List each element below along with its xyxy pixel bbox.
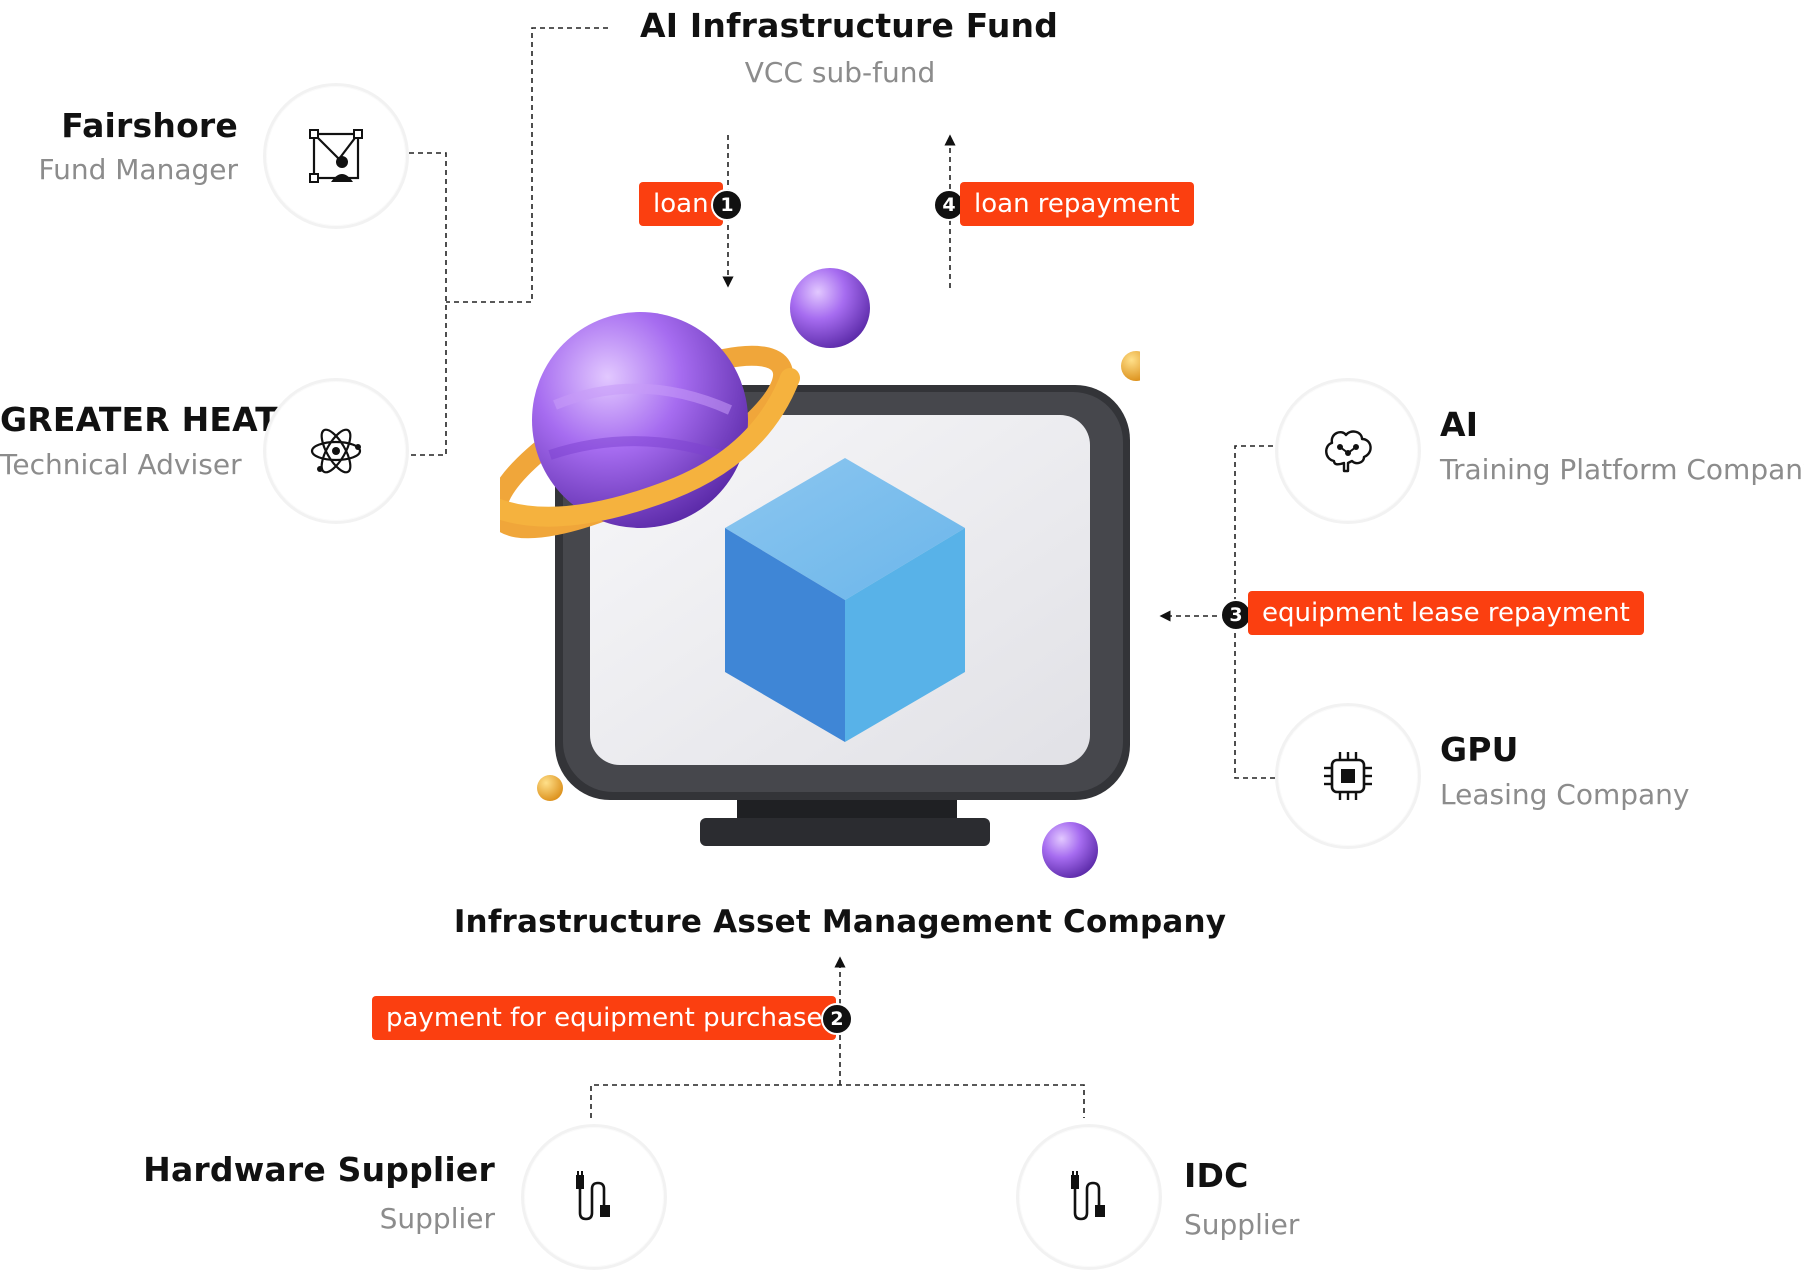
idc-subtitle: Supplier (1184, 1208, 1300, 1241)
center-illustration (500, 268, 1140, 878)
line-fairshore (400, 152, 447, 456)
idc-node (1016, 1124, 1162, 1270)
gpu-title: GPU (1440, 730, 1519, 769)
flow-step-2: 2 (821, 1003, 853, 1035)
greater-heat-title: GREATER HEAT (0, 400, 279, 439)
flow-step-1: 1 (711, 189, 743, 221)
cable-plug-icon (1071, 1171, 1105, 1221)
ai-brain-icon (1325, 430, 1372, 473)
center-company-title: Infrastructure Asset Management Company (453, 904, 1227, 940)
ai-node (1275, 378, 1421, 524)
cube-top (725, 458, 965, 600)
fund-title: AI Infrastructure Fund (640, 6, 1059, 45)
gpu-subtitle: Leasing Company (1440, 778, 1690, 811)
flow-tag-equipment-payment: payment for equipment purchase (372, 996, 837, 1040)
line-fund-left (446, 27, 608, 303)
small-planet-bottom (1042, 822, 1098, 878)
greater-heat-subtitle: Technical Adviser (0, 448, 242, 481)
idc-title: IDC (1184, 1156, 1249, 1195)
hardware-supplier-node (521, 1124, 667, 1270)
fairshore-subtitle: Fund Manager (38, 153, 238, 186)
gpu-node (1275, 703, 1421, 849)
hardware-supplier-subtitle: Supplier (379, 1202, 495, 1235)
gold-ball-right (1121, 351, 1140, 381)
atom-icon (310, 428, 362, 474)
flow-step-4: 4 (933, 189, 965, 221)
flow-tag-equipment-lease-repayment: equipment lease repayment (1248, 591, 1644, 635)
hardware-supplier-title: Hardware Supplier (143, 1150, 495, 1189)
cube-left (725, 528, 845, 742)
small-planet-top (790, 268, 870, 348)
flow-tag-loan-repayment: loan repayment (960, 182, 1194, 226)
fairshore-node (263, 83, 409, 229)
line-bottom-tree (590, 1084, 1085, 1118)
monitor-stand-base (700, 818, 990, 846)
vector-select-user-icon (309, 129, 363, 183)
flow-tag-loan: loan (639, 182, 723, 226)
chip-icon (1324, 752, 1372, 800)
cube-right (845, 528, 965, 742)
fairshore-title: Fairshore (61, 106, 238, 145)
greater-heat-node (263, 378, 409, 524)
cable-plug-icon (576, 1171, 610, 1221)
ai-subtitle: Training Platform Company (1440, 453, 1804, 486)
ai-title: AI (1440, 405, 1479, 444)
fund-subtitle: VCC sub-fund (744, 56, 936, 89)
gold-ball-left (537, 775, 563, 801)
planet-ring-front (500, 368, 800, 527)
